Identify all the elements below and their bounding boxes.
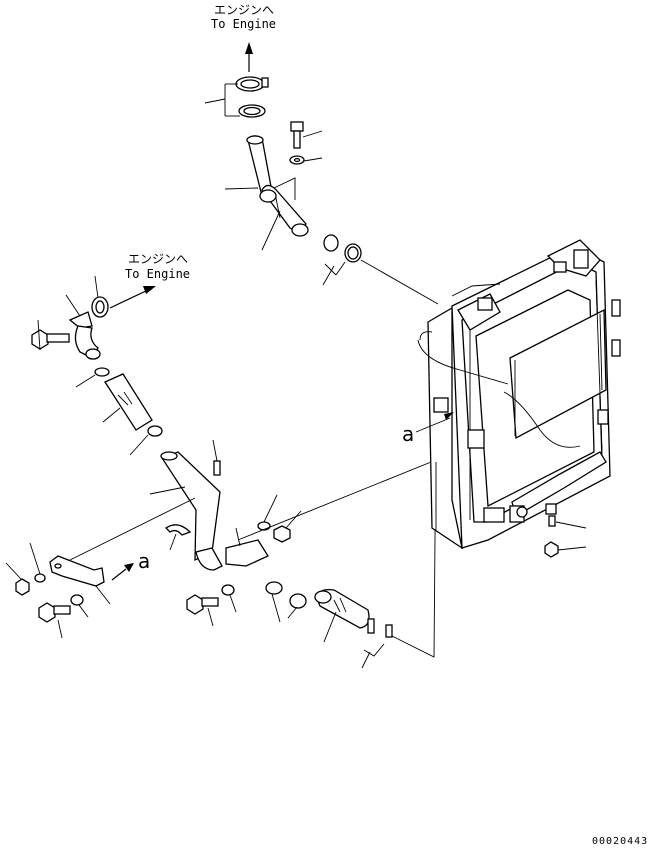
lower-hose-clamps xyxy=(265,581,307,623)
sensor-plug xyxy=(212,439,221,476)
radiator-side-nut xyxy=(544,541,587,558)
leader-bracket-to-radiator xyxy=(237,459,437,541)
water-pipe xyxy=(149,451,223,571)
to-engine-top-jp: エンジンへ xyxy=(214,3,275,17)
leader-to-radiator-top xyxy=(360,259,439,305)
reference-mark-a-bracket: a xyxy=(138,549,151,573)
arrow-to-a xyxy=(111,563,134,581)
leader-bracket xyxy=(95,585,111,605)
upper-bolt xyxy=(290,121,323,149)
small-clamp-mid xyxy=(75,367,110,388)
leader-drain-to-radiator xyxy=(391,419,437,658)
bolt-lower-left xyxy=(38,602,71,639)
bolt-lower-middle xyxy=(186,594,219,627)
straight-hose xyxy=(102,373,153,431)
to-engine-mid-en: To Engine xyxy=(125,267,191,281)
leader-upper-hose xyxy=(224,177,296,251)
upper-hose-clamp-bottom xyxy=(238,104,266,118)
lower-left-bracket xyxy=(49,497,196,587)
drain-valve-parts xyxy=(361,618,393,669)
upper-washer xyxy=(289,155,323,165)
upper-hose-clamp-top xyxy=(235,76,269,92)
leader-a-mark xyxy=(415,417,451,433)
elbow-gasket xyxy=(91,275,109,318)
radiator-assembly xyxy=(417,239,621,550)
upper-radiator-hose xyxy=(246,135,309,237)
to-engine-mid-jp: エンジンへ xyxy=(128,252,189,266)
bracket-washer-right xyxy=(257,494,278,531)
lower-radiator-hose xyxy=(314,588,370,643)
to-engine-arrow-top xyxy=(245,42,253,72)
arrow-a-mark xyxy=(444,412,454,420)
nut-left xyxy=(5,562,30,596)
bracket-nut-right xyxy=(273,510,302,543)
to-engine-arrow-mid xyxy=(109,286,156,309)
water-outlet-elbow xyxy=(65,294,101,360)
elbow-bolt xyxy=(31,319,70,351)
drawing-number: 00020443 xyxy=(592,836,649,847)
leader-clamps-top xyxy=(204,83,240,117)
washer-lower-middle xyxy=(221,584,237,613)
to-engine-top-en: To Engine xyxy=(211,17,277,31)
pipe-bracket xyxy=(225,527,269,567)
upper-hose-clamps-pair xyxy=(322,234,362,286)
hose-clamp-lower-mid xyxy=(129,425,163,456)
washer-left xyxy=(29,542,46,583)
radiator-side-bolt xyxy=(548,515,587,529)
reference-mark-a-radiator: a xyxy=(402,422,415,446)
washer-lower-left xyxy=(70,594,89,618)
pipe-clamp xyxy=(164,524,192,551)
